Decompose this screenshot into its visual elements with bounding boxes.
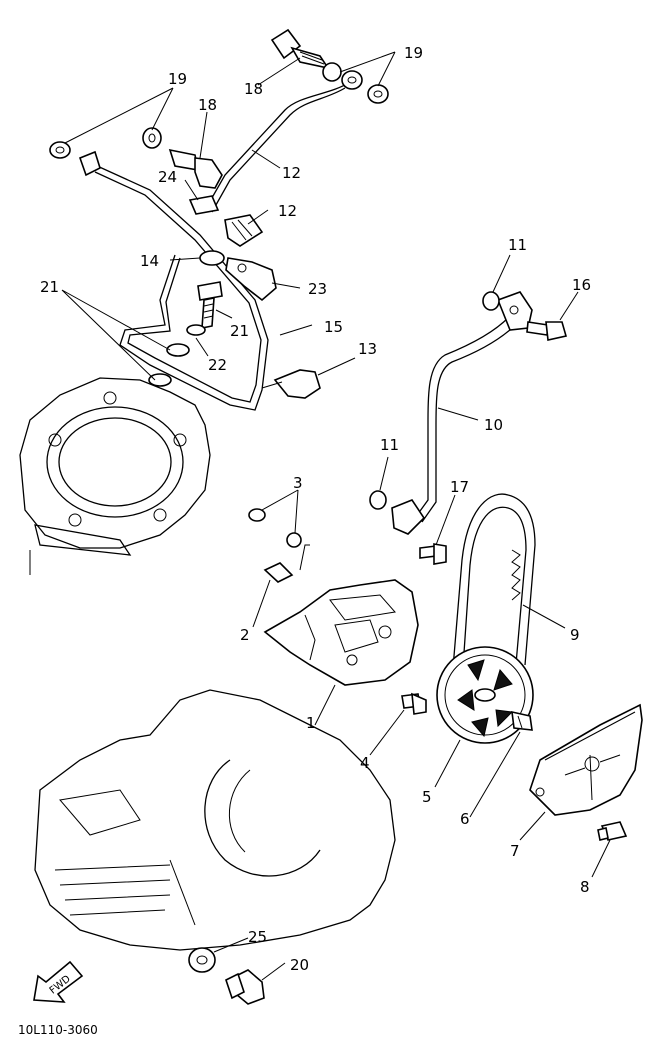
label-22: 23	[308, 280, 327, 298]
banjo-fitting-left	[78, 150, 101, 177]
leader-lines	[61, 51, 611, 981]
dowel-pin-2	[263, 562, 294, 583]
o-ring-11-lower	[369, 490, 387, 510]
screw-8	[597, 821, 628, 841]
washer-21-c	[148, 373, 172, 387]
oil-delivery-pipe-13	[204, 81, 351, 213]
clamp-22	[225, 257, 277, 302]
reference-code: 10L110-3060	[18, 1023, 98, 1037]
label-15: 13	[358, 340, 377, 358]
bolt-12-upper	[526, 321, 568, 341]
label-12-top: 16	[572, 276, 591, 294]
o-ring-3-b	[286, 532, 302, 548]
forward-arrow: FWD	[33, 960, 84, 1003]
label-18-left: 18	[198, 96, 217, 114]
label-19-left: 19	[168, 70, 187, 88]
washer-25	[188, 947, 216, 973]
label-18-top: 18	[244, 80, 263, 98]
label-12-lower: 17	[450, 478, 469, 496]
label-8: 8	[580, 878, 590, 896]
label-17: 15	[324, 318, 343, 336]
washer-19-right-a	[341, 70, 363, 90]
oil-delivery-pipe-17	[94, 164, 269, 411]
oil-pump-assembly-1	[263, 544, 419, 686]
washer-21-a	[186, 324, 206, 336]
union-bolt-18-left	[168, 148, 223, 189]
washer-19-mid	[322, 62, 342, 82]
union-bolt-18-top	[270, 28, 330, 70]
label-21-mid: 22	[208, 356, 227, 374]
label-11-top: 11	[508, 236, 527, 254]
cylinder-outline	[19, 377, 211, 575]
label-11-lower: 11	[380, 436, 399, 454]
label-10: 10	[484, 416, 503, 434]
label-25: 25	[248, 928, 267, 946]
label-24: 20	[290, 956, 309, 974]
label-23: 24	[158, 168, 177, 186]
label-5: 5	[422, 788, 432, 806]
label-1: 1	[306, 714, 316, 732]
label-14: 12	[278, 202, 297, 220]
label-2: 2	[240, 626, 250, 644]
o-ring-11-upper	[482, 291, 500, 311]
label-13: 12	[282, 164, 301, 182]
washer-19-right-b	[367, 84, 389, 104]
bolt-6	[511, 710, 533, 731]
drain-bolt-24	[225, 969, 265, 1005]
label-16: 14	[140, 252, 159, 270]
washer-19-left-a	[49, 141, 71, 159]
label-6: 6	[460, 810, 470, 828]
label-19-right: 19	[404, 44, 423, 62]
clamp-14	[224, 214, 264, 247]
sprocket-5	[436, 646, 534, 744]
crankcase-outline	[34, 689, 396, 951]
o-ring-3-a	[248, 508, 266, 522]
bolt-4	[401, 692, 427, 715]
bolt-12-lower	[419, 543, 447, 565]
washer-19-left-b	[142, 127, 162, 149]
oil-pipe-10	[391, 291, 533, 535]
damper-16	[199, 250, 225, 266]
label-20: 21	[230, 322, 249, 340]
oil-pump-chain-9	[451, 493, 536, 683]
label-4: 4	[360, 754, 370, 772]
part-labels: 19 19 18 18 12 24 12 14 23 21 21 15 22 1…	[40, 44, 591, 974]
label-21-top: 21	[40, 278, 59, 296]
label-7: 7	[510, 842, 520, 860]
washer-21-b	[166, 343, 190, 357]
bolt-20	[197, 281, 223, 329]
sprocket-cover-7	[529, 703, 643, 816]
grommet-23	[188, 195, 220, 215]
label-3: 3	[293, 474, 303, 492]
clamp-15	[261, 369, 321, 399]
label-9: 9	[570, 626, 580, 644]
